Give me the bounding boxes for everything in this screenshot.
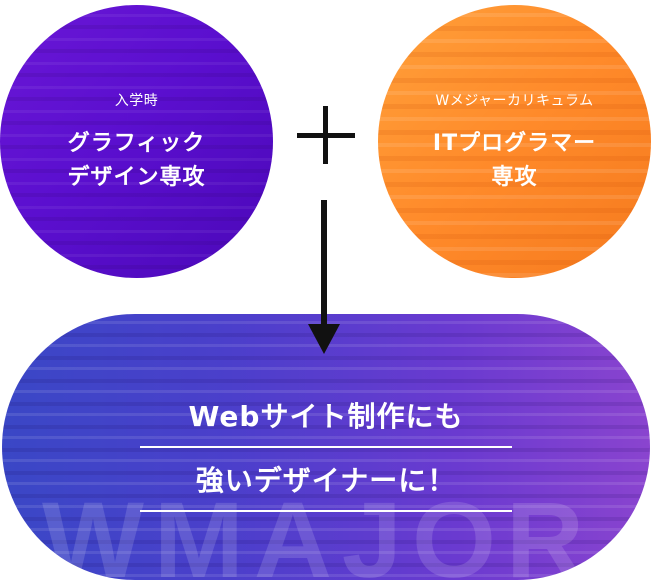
graphic-design-major-label: グラフィック デザイン専攻	[0, 127, 273, 195]
arrow-down-head	[308, 324, 340, 354]
headline-underline-2	[140, 510, 512, 512]
result-headline-line1: Webサイト制作にも	[188, 400, 464, 433]
plus-icon	[297, 106, 355, 164]
enrollment-label: 入学時	[114, 93, 159, 109]
arrow-down-icon	[308, 200, 340, 356]
graphic-design-circle: 入学時 グラフィック デザイン専攻	[0, 5, 273, 278]
it-programmer-major-label: ITプログラマー 専攻	[378, 127, 651, 195]
graphic-design-major-line2: デザイン専攻	[67, 165, 206, 190]
result-pill: WMAJOR Webサイト制作にも 強いデザイナーに！	[2, 314, 650, 580]
headline-underline-1	[140, 446, 512, 448]
wmajor-watermark: WMAJOR	[42, 479, 594, 581]
arrow-down-shaft	[321, 200, 327, 328]
plus-icon-vertical	[323, 106, 328, 164]
graphic-design-major-line1: グラフィック	[67, 131, 206, 156]
wmajor-curriculum-label: Wメジャーカリキュラム	[435, 93, 594, 109]
result-headline-line2: 強いデザイナーに！	[195, 464, 457, 497]
it-programmer-major-line1: ITプログラマー	[432, 131, 597, 156]
it-programmer-major-line2: 専攻	[491, 165, 538, 190]
it-programmer-circle: Wメジャーカリキュラム ITプログラマー 専攻	[378, 5, 651, 278]
